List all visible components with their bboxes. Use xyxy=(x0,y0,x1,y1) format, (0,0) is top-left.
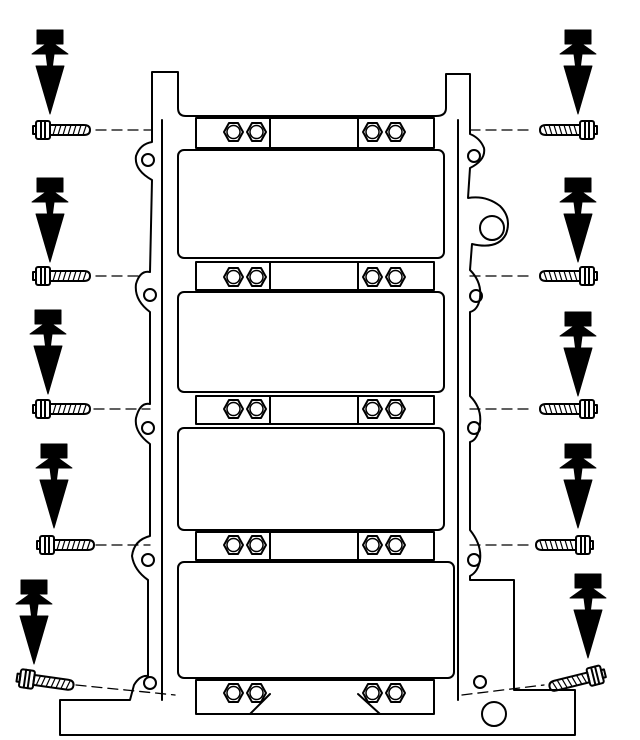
bay-1 xyxy=(177,149,445,259)
hole-icon xyxy=(467,421,481,435)
bay-3 xyxy=(177,427,445,531)
bearing-bays xyxy=(177,149,455,679)
flange-bolt-icon xyxy=(32,120,91,140)
cap-bolt-heads xyxy=(223,122,406,703)
bay-4 xyxy=(177,561,455,679)
flange-bolt-icon xyxy=(539,120,598,140)
down-arrow-icon xyxy=(31,29,69,115)
flange-bolt-icon xyxy=(36,535,95,555)
hole-icon xyxy=(143,676,157,690)
down-arrow-icon xyxy=(29,309,67,395)
flange-bolt-icon xyxy=(539,266,598,286)
down-arrow-icon xyxy=(15,579,53,665)
down-arrow-icon xyxy=(35,443,73,529)
hole-icon xyxy=(467,553,481,567)
hex-bolt-pair-icon xyxy=(362,683,406,703)
hex-bolt-pair-icon xyxy=(362,399,406,419)
down-arrow-icon xyxy=(31,177,69,263)
hole-icon xyxy=(473,675,487,689)
hole-icon xyxy=(467,149,481,163)
cap-strip-2 xyxy=(195,261,435,291)
large-boss-hole-icon xyxy=(479,215,505,241)
hex-bolt-pair-icon xyxy=(223,535,267,555)
hex-bolt-pair-icon xyxy=(223,399,267,419)
cap-strip-4 xyxy=(195,531,435,561)
hole-icon xyxy=(141,553,155,567)
down-arrow-icon xyxy=(559,443,597,529)
down-arrow-icon xyxy=(559,311,597,397)
hex-bolt-pair-icon xyxy=(362,267,406,287)
cap-strip-3 xyxy=(195,395,435,425)
hex-bolt-pair-icon xyxy=(223,122,267,142)
flange-bolt-icon xyxy=(546,663,609,697)
bay-2 xyxy=(177,291,445,393)
hole-icon xyxy=(141,153,155,167)
hex-bolt-pair-icon xyxy=(362,122,406,142)
leader-lines xyxy=(75,129,545,696)
cap-strip-1 xyxy=(195,117,435,149)
hole-icon xyxy=(141,421,155,435)
flange-bolt-icon xyxy=(32,399,91,419)
flange-bolt-icon xyxy=(14,667,76,696)
down-arrow-icon xyxy=(559,29,597,115)
hex-bolt-pair-icon xyxy=(223,683,267,703)
flange-bolt-icon xyxy=(535,535,594,555)
down-arrow-icon xyxy=(569,573,607,659)
hole-icon xyxy=(143,288,157,302)
cap-strip-5 xyxy=(195,679,435,715)
down-arrows xyxy=(15,29,607,665)
large-boss-hole-icon xyxy=(481,701,507,727)
down-arrow-icon xyxy=(559,177,597,263)
mounting-holes xyxy=(141,149,507,727)
left-bolts xyxy=(14,120,95,696)
flange-bolt-icon xyxy=(539,399,598,419)
hex-bolt-pair-icon xyxy=(362,535,406,555)
flange-bolt-icon xyxy=(32,266,91,286)
bedplate-outline xyxy=(59,71,576,736)
bearing-cap-strips xyxy=(195,117,435,715)
hex-bolt-pair-icon xyxy=(223,267,267,287)
